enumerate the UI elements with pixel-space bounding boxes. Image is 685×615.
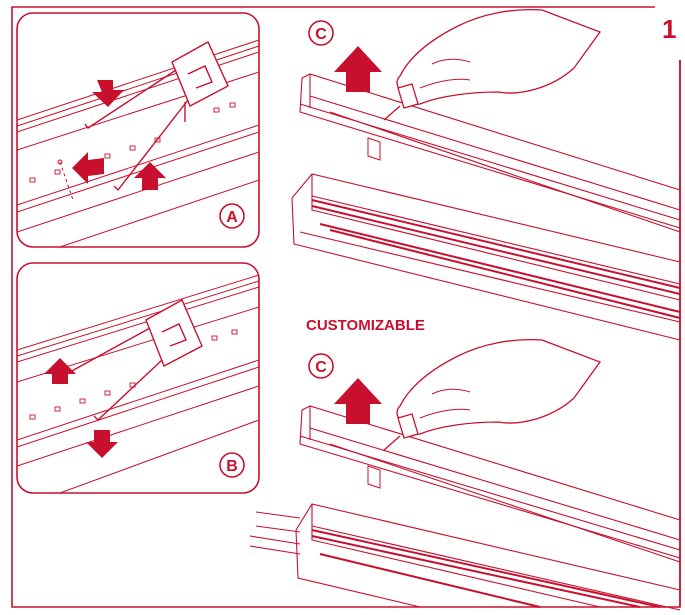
arrow-icon — [134, 162, 166, 190]
panel-a-label-circle — [219, 203, 245, 229]
panel-b-label-circle — [219, 452, 245, 478]
arrow-icon — [92, 80, 124, 107]
arrow-icon — [86, 430, 118, 458]
panel-a-frame — [16, 12, 260, 248]
arrow-icon — [334, 46, 382, 92]
panel-b: B — [16, 262, 260, 494]
hand-icon — [396, 8, 602, 106]
panel-a: A — [16, 12, 260, 248]
clip-icon — [84, 41, 229, 192]
arrow-icon — [44, 358, 76, 384]
top-figure: C — [291, 8, 681, 341]
bottom-figure-label: C — [315, 359, 327, 376]
clip-icon — [383, 413, 419, 451]
bottom-figure: CUSTOMIZABLE — [249, 317, 681, 611]
bottom-figure-label-circle — [308, 353, 334, 379]
connector-tab — [367, 465, 381, 489]
panel-a-label: A — [226, 209, 238, 226]
clip-icon — [383, 83, 419, 121]
step-number-mask — [655, 0, 685, 60]
panel-b-frame — [16, 262, 260, 494]
arrow-icon — [72, 152, 104, 184]
step-number: 1 — [662, 14, 676, 44]
connector-tab — [367, 137, 381, 161]
top-figure-label-circle — [308, 20, 334, 46]
arrow-icon — [334, 378, 382, 424]
hand-icon — [396, 338, 602, 436]
top-figure-label: C — [315, 26, 327, 43]
panel-b-label: B — [226, 458, 238, 475]
customizable-caption: CUSTOMIZABLE — [306, 317, 425, 334]
